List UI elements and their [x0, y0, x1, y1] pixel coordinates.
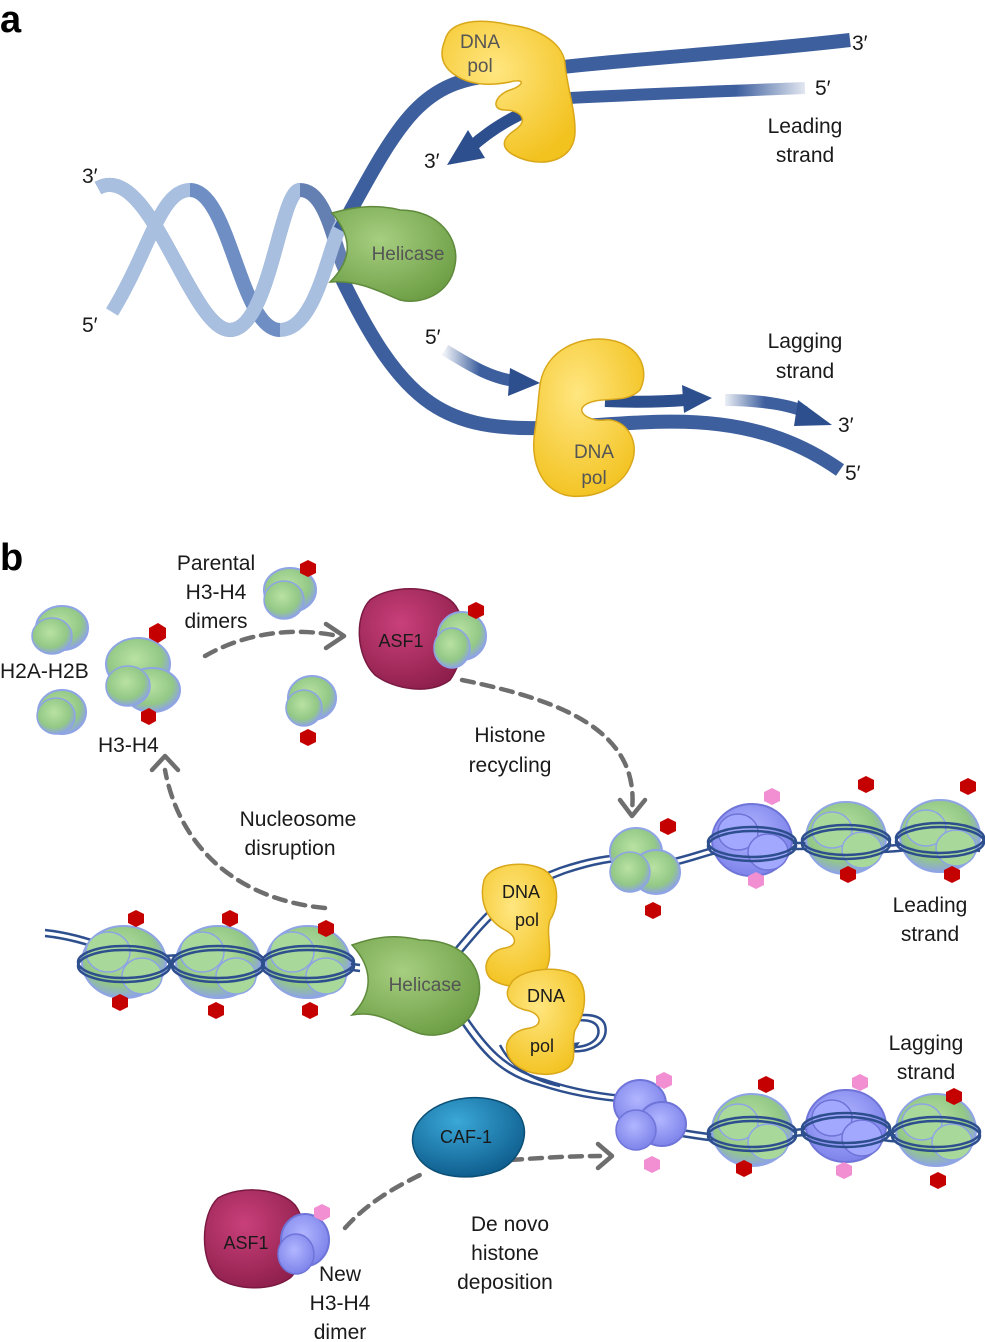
h2a-h2b-dimer-bottom [36, 689, 87, 735]
dna-pol-b-leading-line2: pol [515, 910, 539, 930]
helicase-b: Helicase [349, 935, 481, 1036]
new-dimer-label-line1: New [319, 1263, 362, 1286]
histone-recycling-label-line1: Histone [474, 724, 545, 747]
parental-helix [94, 178, 356, 338]
nucleosome-old-3 [260, 920, 356, 1019]
de-novo-label-line1: De novo [471, 1213, 549, 1236]
end-label-lagging-template: 5′ [845, 462, 861, 485]
asf1-parental-label: ASF1 [378, 631, 423, 651]
okazaki-fragment-2 [604, 394, 686, 408]
leading-synthesis-arrowhead [447, 130, 485, 165]
caf1: CAF-1 [411, 1097, 526, 1178]
asf1-new: ASF1 [203, 1189, 330, 1289]
leading-nucleosome-old-1 [800, 776, 892, 883]
helicase-a: Helicase [328, 205, 457, 302]
dna-pol-b-leading: DNA pol [481, 863, 558, 988]
dna-pol-b-lagging-line1: DNA [527, 986, 565, 1006]
end-label-leading-template: 3′ [852, 32, 868, 55]
nucleosome-old-1 [76, 910, 172, 1011]
lagging-strand-label-b-line2: strand [897, 1061, 955, 1084]
dna-pol-b-leading-line1: DNA [502, 882, 540, 902]
dashed-arrowheads [149, 621, 648, 1171]
lagging-nucleosome-new [800, 1074, 892, 1179]
leading-nucleosome-old-2 [894, 778, 985, 883]
lagging-strand-label-a-line2: strand [776, 360, 834, 383]
nucleosome-disruption-label-line1: Nucleosome [240, 808, 357, 831]
leading-strand-label-a-line2: strand [776, 144, 834, 167]
h2a-h2b-dimer-top [31, 605, 89, 655]
okazaki-arrowhead-2 [682, 385, 712, 413]
parental-dimer-1 [263, 560, 317, 620]
end-label-parent-bottom: 5′ [82, 314, 98, 337]
leading-strand-label-a-line1: Leading [768, 115, 843, 138]
end-label-lagging-new: 3′ [838, 414, 854, 437]
leading-recycled-tetramer [609, 818, 681, 919]
nucleosome-disruption-label-line2: disruption [244, 837, 335, 860]
end-label-lagging-start: 5′ [425, 326, 441, 349]
leading-strand-label-b-line1: Leading [893, 894, 968, 917]
asf1-parental: ASF1 [358, 588, 487, 690]
lagging-nucleosome-old-2 [890, 1088, 982, 1189]
nucleosome-old-2 [170, 910, 266, 1019]
end-label-parent-top: 3′ [82, 165, 98, 188]
dna-pol-a-bottom-line2: pol [581, 468, 606, 489]
dna-pol-a-top-line2: pol [467, 56, 492, 77]
helicase-b-label: Helicase [389, 975, 462, 996]
h3-h4-tetramer [105, 623, 181, 725]
dna-pol-a-top: DNA pol [441, 20, 576, 163]
panel-b-letter: b [0, 537, 23, 579]
dashed-arrows [162, 629, 635, 1231]
h3-h4-label: H3-H4 [98, 734, 159, 757]
dna-pol-a-top-line1: DNA [460, 32, 500, 53]
de-novo-label-line3: deposition [457, 1271, 553, 1294]
dna-pol-a-bottom: DNA pol [533, 338, 645, 498]
leading-strand-label-b-line2: strand [901, 923, 959, 946]
caf1-label: CAF-1 [440, 1127, 492, 1147]
okazaki-arrowhead-1 [508, 368, 540, 396]
parental-dimers-label-line2: H3-H4 [186, 581, 247, 604]
h2a-h2b-label: H2A-H2B [0, 660, 89, 683]
panel-a-letter: a [0, 0, 22, 41]
asf1-new-label: ASF1 [223, 1233, 268, 1253]
de-novo-label-line2: histone [471, 1242, 539, 1265]
lagging-strand-label-b-line1: Lagging [889, 1032, 964, 1055]
lagging-strand-label-a-line1: Lagging [768, 330, 843, 353]
end-label-leading-new: 5′ [815, 77, 831, 100]
lagging-nucleosome-old-1 [706, 1076, 798, 1177]
end-label-leading-arrow: 3′ [424, 150, 440, 173]
histone-recycling-label-line2: recycling [469, 754, 552, 777]
okazaki-fragment-1 [441, 344, 516, 387]
leading-nucleosome-new [706, 788, 798, 889]
lagging-new-tetramer [613, 1072, 687, 1173]
helicase-a-label: Helicase [372, 244, 445, 265]
parental-dimers-label-line3: dimers [184, 610, 247, 633]
parental-dimer-2 [285, 675, 337, 746]
dna-pol-b-lagging: DNA pol [505, 968, 586, 1076]
okazaki-fragment-3 [724, 394, 808, 418]
okazaki-arrowhead-3 [794, 400, 832, 426]
new-dimer-label-line3: dimer [314, 1321, 367, 1342]
dna-pol-a-bottom-line1: DNA [574, 442, 614, 463]
new-dimer-label-line2: H3-H4 [310, 1292, 371, 1315]
dna-pol-b-lagging-line2: pol [530, 1036, 554, 1056]
parental-dimers-label-line1: Parental [177, 552, 255, 575]
